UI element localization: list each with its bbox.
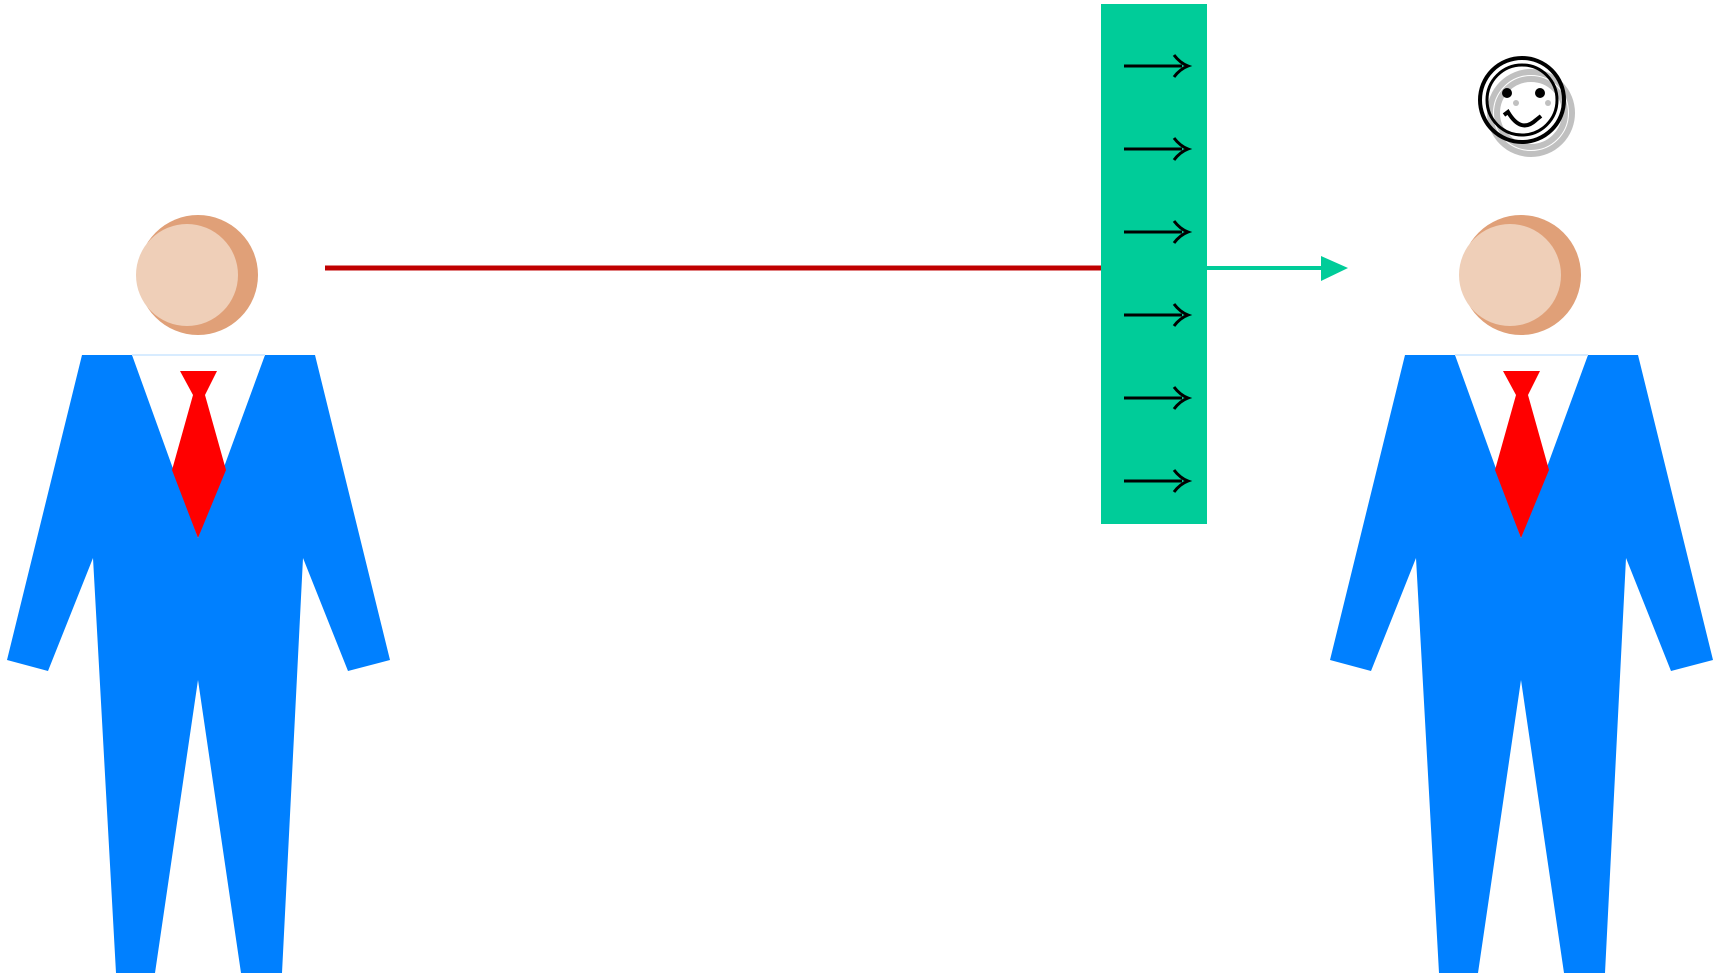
businessman-icon bbox=[1329, 214, 1714, 974]
filter-panel bbox=[1101, 4, 1207, 524]
outgoing-signal-arrow bbox=[1207, 256, 1348, 281]
receiver-figure bbox=[1329, 214, 1714, 974]
sender-figure bbox=[6, 214, 391, 974]
businessman-icon bbox=[6, 214, 391, 974]
smiley-face-icon bbox=[1478, 56, 1575, 157]
